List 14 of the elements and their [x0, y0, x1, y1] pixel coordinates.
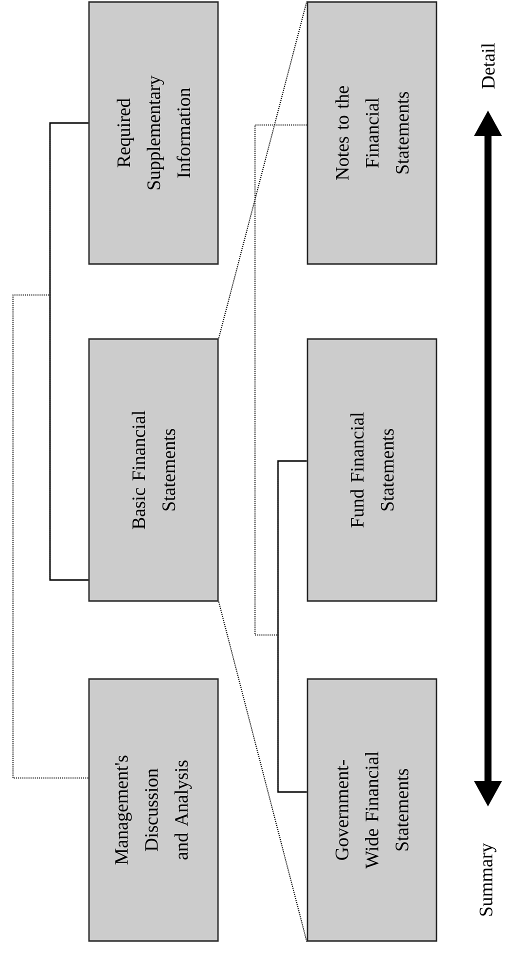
connector-line [254, 124, 308, 793]
connector-line [218, 1, 308, 338]
statement-box: Required Supplementary Information [88, 1, 219, 265]
connector-line [218, 602, 308, 942]
statement-box: Government- Wide Financial Statements [306, 678, 438, 942]
statement-box: Fund Financial Statements [306, 338, 438, 602]
connector-line [277, 460, 307, 793]
connector-line [12, 122, 89, 779]
statement-box: Basic Financial Statements [88, 338, 219, 602]
axis-label: Summary [480, 843, 496, 916]
connector-line [49, 122, 88, 581]
axis-label: Detail [481, 43, 495, 89]
statement-box: Management's Discussion and Analysis [88, 678, 219, 942]
statement-box: Notes to the Financial Statements [306, 1, 438, 265]
